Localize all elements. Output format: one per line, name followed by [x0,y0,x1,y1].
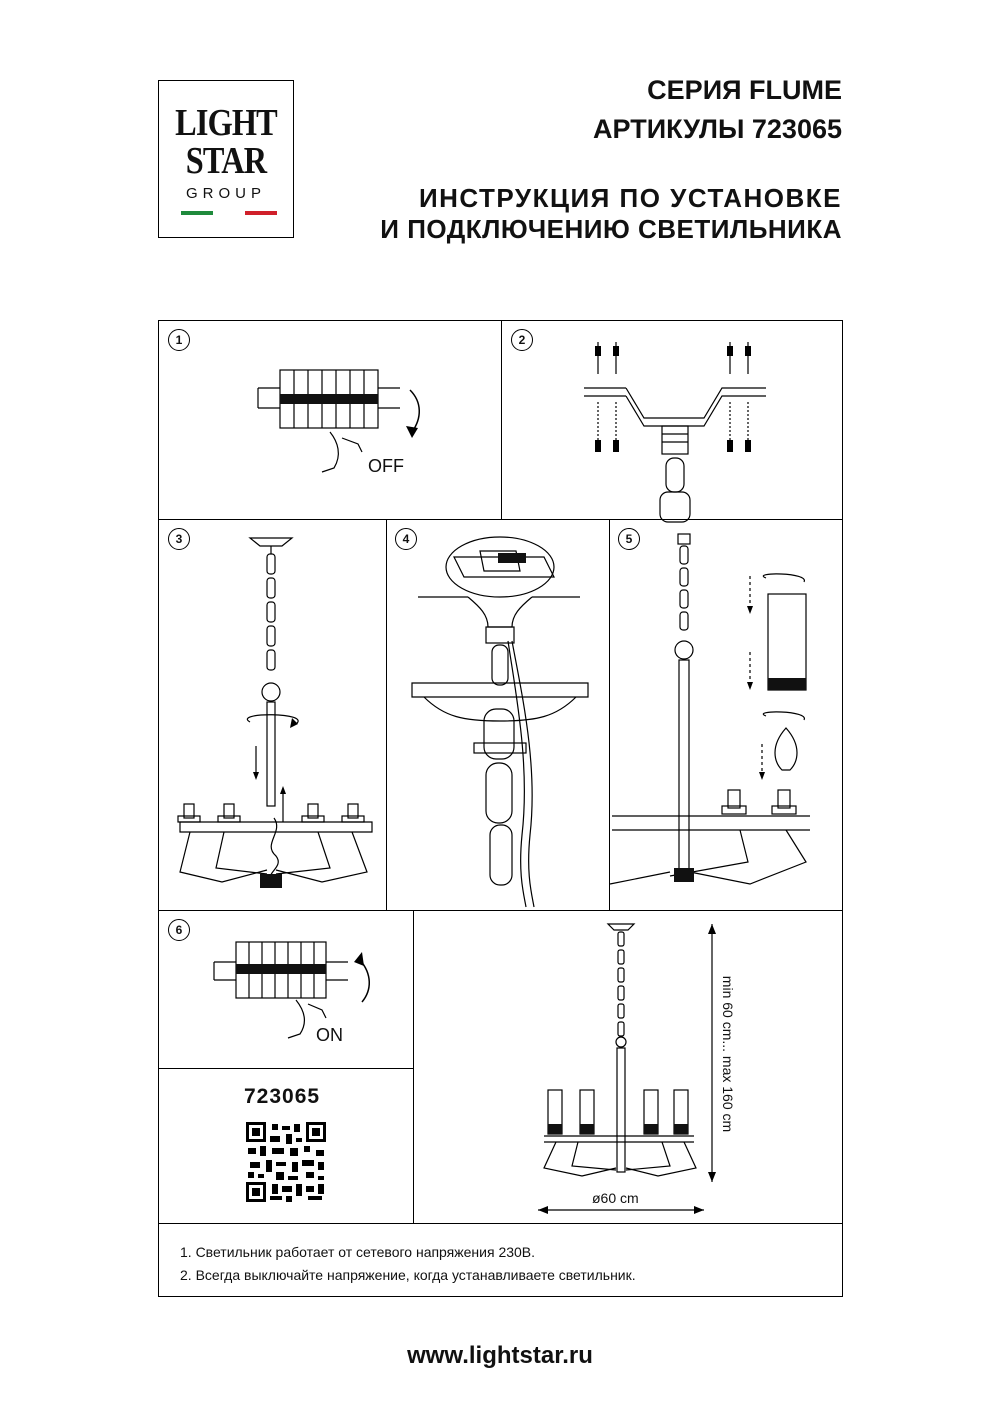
logo-text-star: STAR [185,140,267,182]
wiring-connection-illustration [411,536,589,908]
step-number-2: 2 [511,329,533,351]
grid-divider [159,519,842,520]
ceiling-bracket-illustration [584,342,766,523]
height-range-label: min 60 cm... max 160 cm [720,975,736,1133]
article-title: АРТИКУЛЫ 723065 [593,114,842,144]
step-number-3: 3 [168,528,190,550]
grid-divider [501,321,502,519]
qr-code-icon[interactable] [246,1122,326,1202]
step-number-1: 1 [168,329,190,351]
chandelier-assembly-illustration [177,537,373,888]
off-label: OFF [368,456,404,476]
grid-divider [159,1068,414,1069]
grid-divider [609,519,610,910]
brand-logo: LIGHT STAR GROUP [158,80,294,238]
logo-text-light: LIGHT [175,102,278,144]
italian-flag-stripe [181,211,277,215]
logo-text-group: GROUP [185,185,266,202]
note-item: 1. Светильник работает от сетевого напря… [180,1244,536,1260]
grid-divider [386,519,387,910]
flag-red [245,211,277,215]
step-number-4: 4 [395,528,417,550]
diameter-label: ø60 cm [592,1190,639,1206]
shade-bulb-installation-illustration [609,533,810,885]
breaker-off-illustration [257,369,420,473]
breaker-on-illustration [213,941,370,1039]
grid-divider [159,910,842,911]
flag-green [181,211,213,215]
notes-block: 1. Светильник работает от сетевого напря… [180,1241,636,1287]
flag-white [213,211,245,215]
step-number-6: 6 [168,919,190,941]
dimensions-illustration [538,923,716,1214]
article-code: 723065 [244,1085,321,1108]
instruction-grid [158,320,843,1297]
grid-divider [159,1223,842,1224]
website-link[interactable]: www.lightstar.ru [407,1342,593,1369]
instruction-title-line2: И ПОДКЛЮЧЕНИЮ СВЕТИЛЬНИКА [380,214,842,244]
grid-divider [413,910,414,1223]
note-item: 2. Всегда выключайте напряжение, когда у… [180,1267,636,1283]
on-label: ON [316,1025,343,1045]
series-title: СЕРИЯ FLUME [647,75,842,105]
instruction-title-line1: ИНСТРУКЦИЯ ПО УСТАНОВКЕ [418,183,842,213]
step-number-5: 5 [618,528,640,550]
